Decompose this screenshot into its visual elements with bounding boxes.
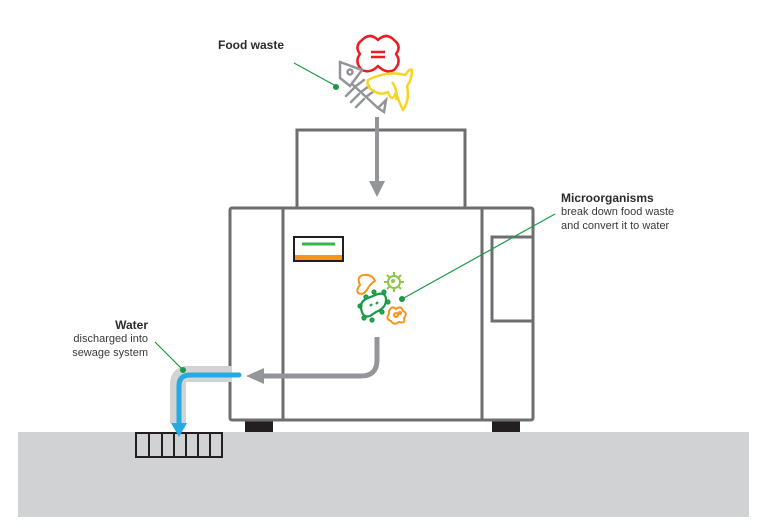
machine-foot-right [492,420,520,432]
arrow-down-icon [369,117,385,197]
microorganisms-desc-line1: break down food waste [561,206,675,218]
leader-food [293,62,339,90]
steak-icon [356,34,400,73]
display-panel [293,236,344,262]
leader-microorganisms [399,213,556,302]
food-waste-label: Food waste [218,38,284,52]
germ-icon [386,306,407,325]
drain-pipe [170,366,232,423]
water-desc-line2: sewage system [72,347,148,359]
microorganisms-title: Microorganisms [561,191,654,205]
food-waste-title: Food waste [218,38,285,52]
arrow-out-icon [246,337,380,384]
machine-foot-left [245,420,273,432]
water-label: Water discharged into sewage system [62,318,148,360]
hopper [295,128,467,210]
virus-icon [384,272,404,292]
ground [18,432,749,517]
microorganisms-label: Microorganisms break down food waste and… [561,191,674,233]
microorganisms-desc-line2: and convert it to water [561,220,670,232]
machine-side-window [490,235,535,323]
water-flow [176,372,242,428]
microbe-icon [356,273,377,295]
banana-peel-icon [366,68,414,112]
bacteria-icon [357,289,391,323]
leader-water [154,341,186,373]
fish-bone-icon [338,60,388,115]
water-arrow-icon [171,423,187,437]
water-desc-line1: discharged into [73,333,148,345]
water-title: Water [115,318,148,332]
